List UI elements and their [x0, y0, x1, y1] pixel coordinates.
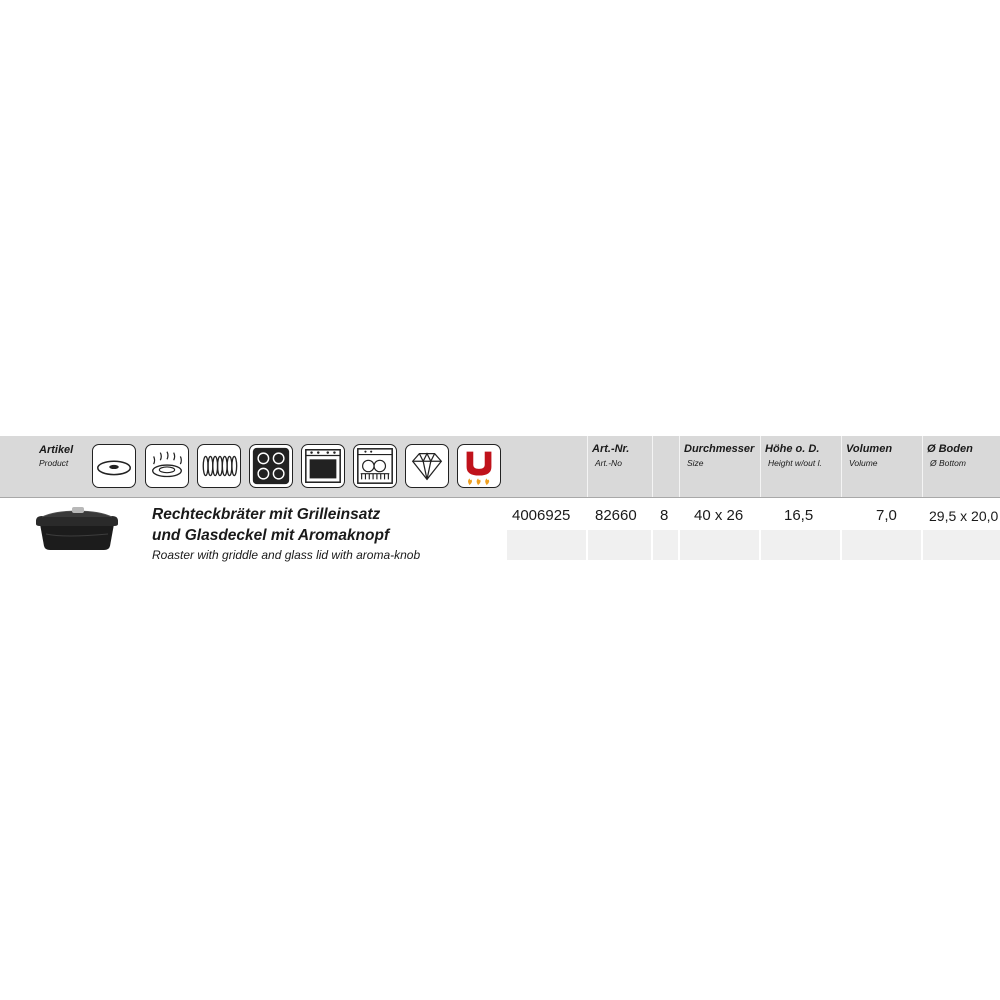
product-name-de: Rechteckbräter mit Grilleinsatz und Glas… [152, 504, 482, 546]
header-artnr-sub: Art.-No [595, 458, 622, 468]
height-value: 16,5 [784, 507, 814, 524]
lid-icon [92, 444, 136, 488]
oven-icon [301, 444, 345, 488]
ean-prefix: 4006925 [512, 507, 571, 524]
size-value: 40 x 26 [694, 507, 744, 524]
electric-coil-icon [197, 444, 241, 488]
dishwasher-icon [353, 444, 397, 488]
product-image [34, 504, 122, 552]
header-height-title: Höhe o. D. [765, 443, 820, 455]
header-size-title: Durchmesser [684, 443, 755, 455]
bottom-value: 29,5 x 20,0 [929, 508, 999, 524]
header-bottom-sub: Ø Bottom [930, 458, 966, 468]
header-size-sub: Size [687, 458, 704, 468]
product-name-en: Roaster with griddle and glass lid with … [152, 548, 421, 562]
header-product-title: Artikel [39, 444, 74, 456]
header-artnr: Art.-Nr. Art.-No [587, 436, 652, 497]
induction-icon [457, 444, 501, 488]
row-strip [507, 530, 586, 560]
header-product: Artikel Product [0, 436, 586, 497]
header-volume-title: Volumen [846, 443, 893, 455]
diamond-coating-icon [405, 444, 449, 488]
product-name-de-line2: und Glasdeckel mit Aromaknopf [152, 527, 390, 544]
row-strip [923, 530, 1000, 560]
row-strip [653, 530, 678, 560]
header-height-sub: Height w/out l. [768, 458, 822, 468]
article-number: 82660 [595, 507, 637, 524]
row-strip [680, 530, 759, 560]
header-pack [652, 436, 679, 497]
gas-stove-icon [145, 444, 189, 488]
header-size: Durchmesser Size [679, 436, 760, 497]
header-product-sub: Product [39, 458, 69, 468]
pack-quantity: 8 [660, 507, 669, 524]
header-height: Höhe o. D. Height w/out l. [760, 436, 841, 497]
volume-value: 7,0 [876, 507, 897, 524]
header-volume-sub: Volume [849, 458, 878, 468]
row-strip [588, 530, 651, 560]
header-bottom: Ø Boden Ø Bottom [922, 436, 1000, 497]
header-artnr-title: Art.-Nr. [592, 443, 630, 455]
row-strip [842, 530, 921, 560]
ceramic-hob-icon [249, 444, 293, 488]
product-name-de-line1: Rechteckbräter mit Grilleinsatz [152, 506, 381, 523]
header-volume: Volumen Volume [841, 436, 922, 497]
row-strip [761, 530, 840, 560]
header-bottom-title: Ø Boden [927, 443, 973, 455]
